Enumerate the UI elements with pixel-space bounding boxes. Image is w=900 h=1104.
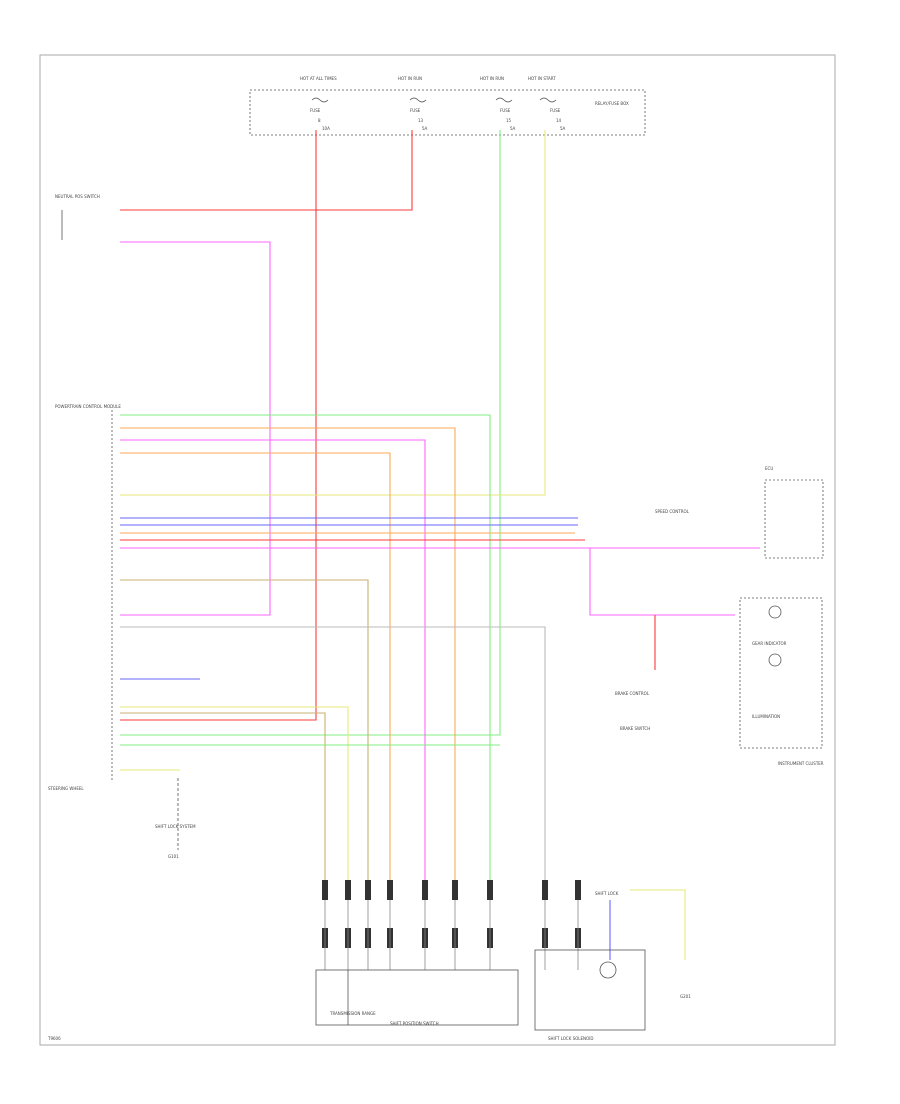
fuse-2-top: HOT IN RUN — [398, 76, 422, 81]
connector-top-6 — [487, 880, 493, 900]
wire-pink-7 — [120, 439, 426, 900]
shift-lock-box — [534, 949, 646, 1031]
cluster-lamp-2 — [768, 653, 782, 667]
wire-tan-13 — [120, 579, 369, 900]
connector-top-0 — [322, 880, 328, 900]
range-switch-label: TRANSMISSION RANGE — [329, 1011, 376, 1016]
connector-top-1 — [345, 880, 351, 900]
fuse-1-amps: 10A — [322, 126, 330, 131]
fuse-2-symbol — [409, 97, 427, 103]
wire-orange-8 — [120, 452, 391, 900]
connector-top-7 — [542, 880, 548, 900]
solenoid-label: SHIFT LOCK SOLENOID — [548, 1036, 593, 1041]
fuse-4-top: HOT IN START — [528, 76, 556, 81]
wire-red-0 — [120, 130, 317, 721]
shift-position-switch-label: SHIFT POSITION SWITCH — [390, 1021, 439, 1026]
fuse-3-num: 15 — [506, 118, 512, 123]
gear-sensor-box — [764, 479, 824, 559]
fuse-2-name: FUSE — [410, 108, 421, 113]
fuse-1-num: 8 — [318, 118, 321, 123]
fuse-3: HOT IN RUN FUSE 15 5A — [480, 76, 516, 131]
abs-label: BRAKE CONTROL — [615, 691, 650, 696]
wire-orange-6 — [120, 427, 456, 900]
fuse-4-amps: 5A — [560, 126, 566, 131]
fuse-2-amps: 5A — [422, 126, 428, 131]
fuse-4: HOT IN START FUSE 14 5A — [528, 76, 566, 131]
ground-label: G101 — [168, 854, 179, 859]
connector-top-4 — [422, 880, 428, 900]
fuse-1-symbol — [311, 97, 329, 103]
fuse-3-top: HOT IN RUN — [480, 76, 504, 81]
wire-pink-12 — [589, 548, 735, 616]
neutral-switch-label: NEUTRAL POS SWITCH — [55, 194, 100, 199]
brake-switch-label: BRAKE SWITCH — [620, 726, 650, 731]
wire-yellow-23 — [630, 889, 686, 960]
fuse-4-num: 14 — [556, 118, 562, 123]
tcm-label: POWERTRAIN CONTROL MODULE — [55, 404, 121, 409]
cluster-box — [739, 597, 823, 749]
connector-top-5 — [452, 880, 458, 900]
wire-set — [120, 130, 760, 970]
wire-ground-label: G201 — [680, 994, 691, 999]
shift-lock-system-label: SHIFT LOCK SYSTEM — [155, 824, 196, 829]
wire-yellow-4 — [120, 130, 546, 496]
diagram-frame — [39, 54, 836, 1046]
wire-yellow-15 — [120, 706, 349, 900]
cluster-lamp-1 — [768, 605, 782, 619]
gear-sensor-label: ECU — [765, 466, 773, 471]
range-switch-box — [315, 969, 519, 1026]
fuse-2: HOT IN RUN FUSE 13 5A — [398, 76, 428, 131]
wire-gray-14 — [120, 626, 546, 900]
wire-red-1 — [120, 130, 413, 211]
illumination-label: ILLUMINATION — [752, 714, 780, 719]
fuse-3-amps: 5A — [510, 126, 516, 131]
connector-top-3 — [387, 880, 393, 900]
shift-lock-label: SHIFT LOCK — [595, 891, 619, 896]
solenoid-symbol — [599, 961, 617, 979]
fuse-symbols — [311, 97, 557, 103]
relay-box-label: RELAY/FUSE BOX — [595, 101, 629, 106]
fuse-1-name: FUSE — [310, 108, 321, 113]
connector-top-2 — [365, 880, 371, 900]
fuse-4-symbol — [539, 97, 557, 103]
fuse-3-name: FUSE — [500, 108, 511, 113]
fuse-2-num: 13 — [418, 118, 424, 123]
cluster-label: INSTRUMENT CLUSTER — [778, 761, 824, 766]
wire-tan-16 — [120, 712, 326, 900]
fuse-4-name: FUSE — [550, 108, 561, 113]
fuse-1: HOT AT ALL TIMES FUSE 8 10A — [300, 76, 337, 131]
wire-green-3 — [120, 130, 501, 736]
gear-indicator-label: GEAR INDICATOR — [752, 641, 787, 646]
wire-green-5 — [120, 414, 491, 900]
cruise-control-label: SPEED CONTROL — [655, 509, 690, 514]
fuse-block — [249, 89, 646, 136]
connector-top-8 — [575, 880, 581, 900]
page-code: T9606 — [47, 1036, 61, 1041]
steering-label: STEERING WHEEL — [48, 786, 84, 791]
fuse-3-symbol — [495, 97, 513, 103]
fuse-1-top: HOT AT ALL TIMES — [300, 76, 337, 81]
